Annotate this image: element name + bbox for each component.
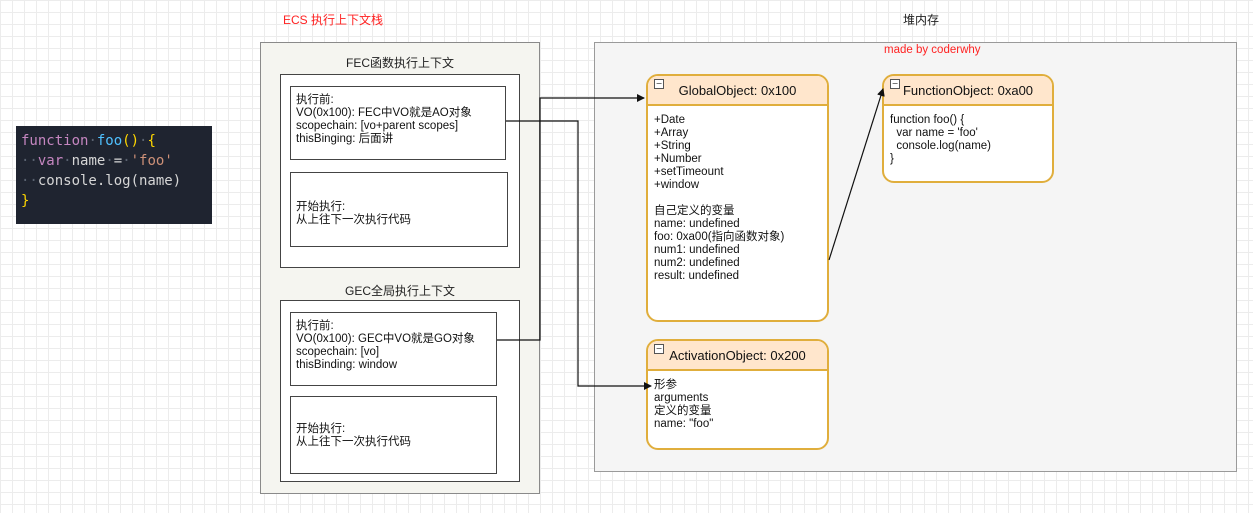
gec-before-box: 执行前: VO(0x100): GEC中VO就是GO对象 scopechain:…	[290, 312, 497, 386]
global-prop: +String	[654, 140, 691, 152]
function-line: function foo() {	[890, 114, 965, 126]
code-string: 'foo'	[130, 153, 173, 169]
fec-title: FEC函数执行上下文	[345, 56, 454, 70]
code-var-name: name	[71, 153, 106, 169]
gec-exec-box: 开始执行: 从上往下一次执行代码	[290, 396, 497, 474]
global-var: num2: undefined	[654, 257, 740, 269]
fec-exec-line: 从上往下一次执行代码	[296, 214, 411, 226]
function-line: var name = 'foo'	[890, 127, 978, 139]
activation-object-title: ActivationObject: 0x200	[669, 347, 806, 363]
function-object-header: − FunctionObject: 0xa00	[884, 76, 1052, 106]
activation-object-header: − ActivationObject: 0x200	[648, 341, 827, 371]
activation-line: arguments	[654, 392, 709, 404]
global-vars-title: 自己定义的变量	[654, 205, 735, 217]
activation-line: 形参	[654, 379, 677, 391]
global-object: − GlobalObject: 0x100 +Date +Array +Stri…	[646, 74, 829, 322]
gec-before-line: VO(0x100): GEC中VO就是GO对象	[296, 333, 475, 345]
arrow-foo-to-function	[828, 88, 885, 261]
global-prop: +Array	[654, 127, 689, 139]
fec-before-line: 执行前:	[296, 94, 334, 106]
ecs-title: ECS 执行上下文栈	[283, 13, 384, 27]
code-keyword-var: var	[37, 153, 64, 169]
global-var: name: undefined	[654, 218, 740, 230]
gec-before-line: 执行前:	[296, 320, 334, 332]
global-var: foo: 0xa00(指向函数对象)	[654, 231, 785, 243]
made-by-label: made by coderwhy	[884, 44, 981, 56]
code-snippet: function·foo()·{ ··var·name·=·'foo' ··co…	[16, 126, 212, 224]
global-prop: +window	[654, 179, 700, 191]
code-brace-close: }	[21, 193, 30, 209]
activation-object: − ActivationObject: 0x200 形参 arguments 定…	[646, 339, 829, 450]
code-parens: ()	[122, 133, 140, 149]
code-function-name: foo	[96, 133, 123, 149]
global-prop: +Date	[654, 114, 686, 126]
fec-before-box: 执行前: VO(0x100): FEC中VO就是AO对象 scopechain:…	[290, 86, 506, 160]
gec-before-line: scopechain: [vo]	[296, 346, 380, 358]
arrow-fec-vo-to-activation	[506, 120, 652, 390]
gec-title: GEC全局执行上下文	[344, 284, 455, 298]
global-prop: +setTimeount	[654, 166, 724, 178]
gec-exec-line: 开始执行:	[296, 423, 346, 435]
collapse-icon[interactable]: −	[890, 79, 900, 89]
code-keyword-function: function	[21, 133, 89, 149]
collapse-icon[interactable]: −	[654, 344, 664, 354]
activation-line: 定义的变量	[654, 405, 712, 417]
fec-exec-line: 开始执行:	[296, 201, 346, 213]
function-line: console.log(name)	[890, 140, 991, 152]
fec-before-line: thisBinging: 后面讲	[296, 133, 394, 145]
fec-before-line: scopechain: [vo+parent scopes]	[296, 120, 459, 132]
global-object-header: − GlobalObject: 0x100	[648, 76, 827, 106]
global-var: num1: undefined	[654, 244, 740, 256]
fec-before-line: VO(0x100): FEC中VO就是AO对象	[296, 107, 472, 119]
fec-exec-box: 开始执行: 从上往下一次执行代码	[290, 172, 508, 247]
global-object-title: GlobalObject: 0x100	[678, 82, 797, 98]
arrow-gec-vo-to-global	[497, 94, 645, 341]
global-prop: +Number	[654, 153, 702, 165]
code-brace-open: {	[147, 133, 156, 149]
activation-line: name: "foo"	[654, 418, 714, 430]
gec-exec-line: 从上往下一次执行代码	[296, 436, 411, 448]
collapse-icon[interactable]: −	[654, 79, 664, 89]
function-object: − FunctionObject: 0xa00 function foo() {…	[882, 74, 1054, 183]
function-object-title: FunctionObject: 0xa00	[902, 82, 1034, 98]
code-equals: =	[113, 153, 123, 169]
global-var: result: undefined	[654, 270, 740, 282]
heap-title: 堆内存	[903, 13, 940, 27]
function-line: }	[890, 153, 894, 165]
code-call: console.log(name)	[37, 173, 182, 189]
gec-before-line: thisBinding: window	[296, 359, 398, 371]
